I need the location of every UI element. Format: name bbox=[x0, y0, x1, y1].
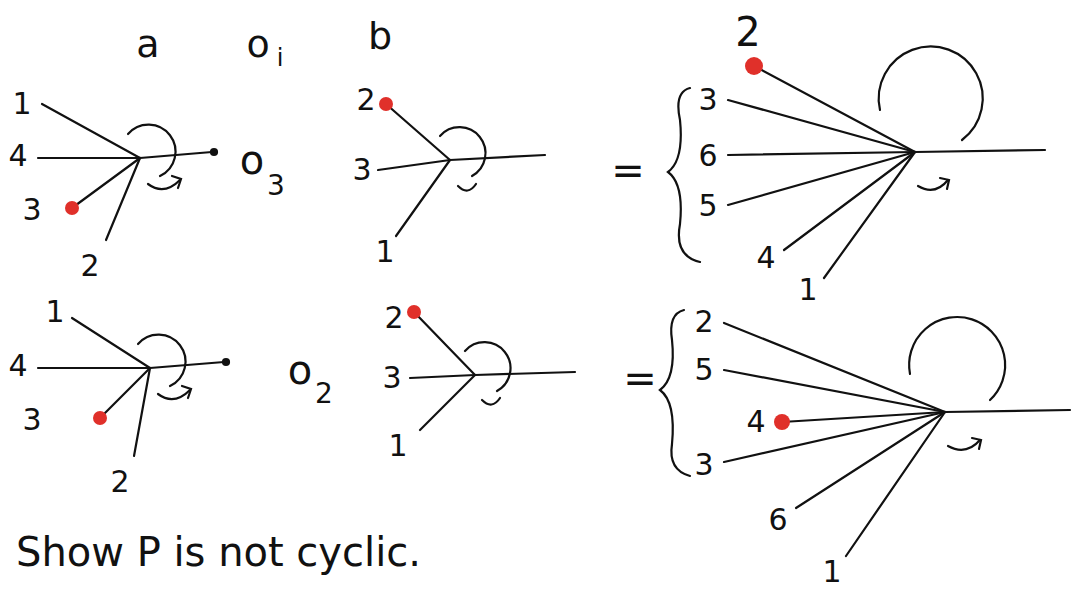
leg-number: 2 bbox=[110, 467, 129, 497]
leg-number: 2 bbox=[735, 12, 760, 52]
note-text: Show P is not cyclic. bbox=[16, 532, 421, 572]
leg-number: 3 bbox=[22, 195, 41, 225]
corolla-a-2 bbox=[38, 318, 229, 456]
leg-number: 2 bbox=[384, 303, 403, 333]
operation-symbol: o bbox=[288, 350, 312, 390]
leg-number: 5 bbox=[694, 355, 713, 385]
leg-number: 3 bbox=[382, 363, 401, 393]
leg-number: 6 bbox=[698, 141, 717, 171]
operand-label: a bbox=[136, 25, 159, 63]
corolla-result-2 bbox=[660, 310, 1070, 556]
corolla-b-2 bbox=[407, 305, 575, 430]
corolla-a-1 bbox=[38, 104, 217, 240]
leg-number: 1 bbox=[822, 557, 841, 587]
leg-number: 6 bbox=[768, 505, 787, 535]
operation-index: 2 bbox=[315, 380, 333, 408]
corolla-b-1 bbox=[378, 97, 545, 236]
leg-number: 4 bbox=[8, 141, 27, 171]
leg-number: 1 bbox=[375, 237, 394, 267]
leg-number: 2 bbox=[80, 251, 99, 281]
operation-symbol: o bbox=[240, 140, 264, 180]
equals-sign: = bbox=[623, 358, 657, 398]
leg-number: 4 bbox=[746, 407, 765, 437]
equals-sign: = bbox=[611, 150, 645, 190]
leg-number: 4 bbox=[756, 243, 775, 273]
leg-number: 2 bbox=[694, 307, 713, 337]
leg-number: 2 bbox=[356, 85, 375, 115]
corolla-result-1 bbox=[668, 46, 1045, 278]
leg-number: 3 bbox=[694, 450, 713, 480]
leg-number: 1 bbox=[798, 275, 817, 305]
leg-number: 3 bbox=[352, 155, 371, 185]
leg-number: 1 bbox=[388, 431, 407, 461]
leg-number: 1 bbox=[12, 89, 31, 119]
leg-number: 3 bbox=[22, 405, 41, 435]
operation-index: i bbox=[277, 46, 284, 70]
leg-number: 3 bbox=[698, 85, 717, 115]
operation-symbol: o bbox=[246, 25, 269, 63]
operand-label: b bbox=[368, 17, 392, 55]
leg-number: 4 bbox=[8, 351, 27, 381]
operation-index: 3 bbox=[267, 172, 285, 200]
leg-number: 1 bbox=[45, 297, 64, 327]
leg-number: 5 bbox=[698, 191, 717, 221]
